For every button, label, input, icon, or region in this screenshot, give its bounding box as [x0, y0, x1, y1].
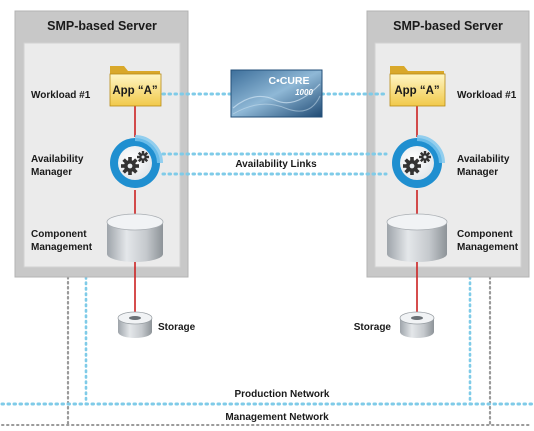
database-icon-left: [106, 213, 164, 262]
availability-label-left-1: Availability: [31, 154, 84, 165]
workload-label-left: Workload #1: [31, 90, 91, 101]
availability-label-left-2: Manager: [31, 167, 72, 178]
ccure-logo-subtext: 1000: [295, 88, 313, 97]
server-left-title: SMP-based Server: [47, 19, 157, 33]
gear-icon-left: [110, 135, 163, 188]
management-network: Management Network: [1, 412, 533, 426]
network-drops: [66, 275, 492, 427]
storage-icon-left: [117, 311, 153, 338]
server-right-title: SMP-based Server: [393, 19, 503, 33]
red-connectors: [134, 106, 418, 318]
component-label-left-2: Management: [31, 242, 93, 253]
availability-label-right-1: Availability: [457, 154, 510, 165]
ccure-logo-text: C•CURE: [268, 75, 309, 87]
production-network-label: Production Network: [234, 389, 329, 400]
app-label-left: App “A”: [112, 85, 157, 97]
storage-label-right: Storage: [354, 322, 392, 333]
ccure-logo: C•CURE 1000: [230, 69, 323, 118]
component-label-right-1: Component: [457, 229, 513, 240]
gear-icon-right: [392, 135, 445, 188]
database-icon-right: [386, 213, 448, 262]
folder-icon-right: [389, 66, 446, 107]
availability-label-right-2: Manager: [457, 167, 498, 178]
availability-links-label: Availability Links: [235, 159, 317, 170]
component-label-left-1: Component: [31, 229, 87, 240]
production-network: Production Network: [0, 389, 534, 406]
workload-label-right: Workload #1: [457, 90, 517, 101]
component-label-right-2: Management: [457, 242, 519, 253]
app-label-right: App “A”: [394, 85, 439, 97]
folder-icon-left: [109, 66, 162, 107]
management-network-label: Management Network: [225, 412, 329, 423]
server-links: Availability Links: [161, 92, 388, 176]
storage-icon-right: [399, 311, 435, 338]
storage-label-left: Storage: [158, 322, 196, 333]
